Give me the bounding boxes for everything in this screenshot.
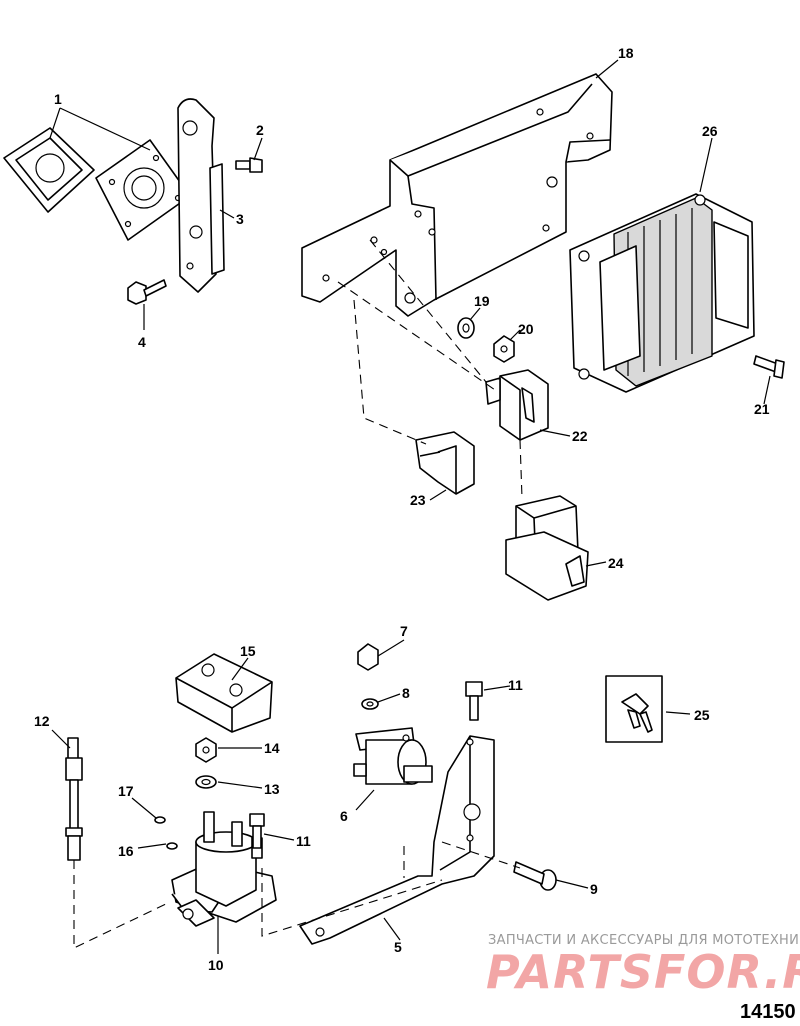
callout-13: 13 [264, 781, 280, 797]
watermark-logo: PARTSFOR.RU [486, 945, 800, 999]
callout-4: 4 [138, 334, 146, 350]
callout-10: 10 [208, 957, 224, 973]
part-5-bracket [299, 735, 495, 945]
callout-25: 25 [694, 707, 710, 723]
part-11-screw-left [249, 813, 265, 849]
callout-18: 18 [618, 45, 634, 61]
callout-11-left: 11 [296, 833, 311, 849]
callout-15: 15 [240, 643, 256, 659]
part-24-relay [505, 495, 589, 601]
callout-11-right: 11 [508, 677, 523, 693]
part-12-stud [65, 737, 83, 861]
callout-3: 3 [236, 211, 244, 227]
part-1-plate [95, 139, 191, 241]
callout-12: 12 [34, 713, 50, 729]
part-15-cover [175, 653, 273, 733]
watermark-tagline: ЗАПЧАСТИ И АКСЕССУАРЫ ДЛЯ МОТОТЕХНИКИ [488, 933, 800, 948]
callout-21: 21 [754, 401, 770, 417]
callout-2: 2 [256, 122, 264, 138]
part-10-solenoid [171, 811, 277, 927]
part-13-washer [195, 775, 217, 789]
part-21-screw [753, 355, 785, 379]
callout-16: 16 [118, 843, 134, 859]
part-1-gasket [3, 127, 95, 213]
watermark: ЗАПЧАСТИ И АКСЕССУАРЫ ДЛЯ МОТОТЕХНИКИ PA… [486, 933, 800, 999]
callout-22: 22 [572, 428, 588, 444]
part-16-clip [166, 842, 178, 850]
callout-5: 5 [394, 939, 402, 955]
callout-9: 9 [590, 881, 598, 897]
callout-23: 23 [410, 492, 426, 508]
part-14-nut [195, 737, 217, 763]
part-3-bracket [177, 98, 225, 293]
callout-20: 20 [518, 321, 534, 337]
callout-7: 7 [400, 623, 408, 639]
figure-number: 14150 [740, 1001, 796, 1023]
part-23-connector [415, 431, 475, 495]
part-17-clip [154, 816, 166, 824]
callout-6: 6 [340, 808, 348, 824]
callout-8: 8 [402, 685, 410, 701]
part-9-screw [513, 861, 557, 891]
part-25-fuse [605, 675, 663, 743]
callout-17: 17 [118, 783, 134, 799]
part-26-control-module [569, 193, 755, 393]
part-19-washer [457, 317, 475, 339]
part-6-component [353, 727, 433, 785]
callout-14: 14 [264, 740, 280, 756]
part-18-mount-bracket [301, 73, 613, 317]
part-4-bolt [127, 279, 167, 305]
part-2-screw [235, 157, 263, 173]
callout-24: 24 [608, 555, 624, 571]
part-8-washer [361, 698, 379, 710]
assembly-dashed-lines [73, 239, 523, 949]
callout-labels: 1 2 3 4 18 26 19 20 21 22 23 24 7 8 11 2… [34, 45, 770, 973]
callout-26: 26 [702, 123, 718, 139]
part-7-bolt [357, 643, 379, 671]
leader-lines [49, 59, 771, 954]
part-20-nut [493, 335, 515, 363]
callout-19: 19 [474, 293, 490, 309]
callout-1: 1 [54, 91, 62, 107]
part-22-relay-socket [485, 369, 549, 441]
part-11-screw-right [465, 681, 483, 721]
